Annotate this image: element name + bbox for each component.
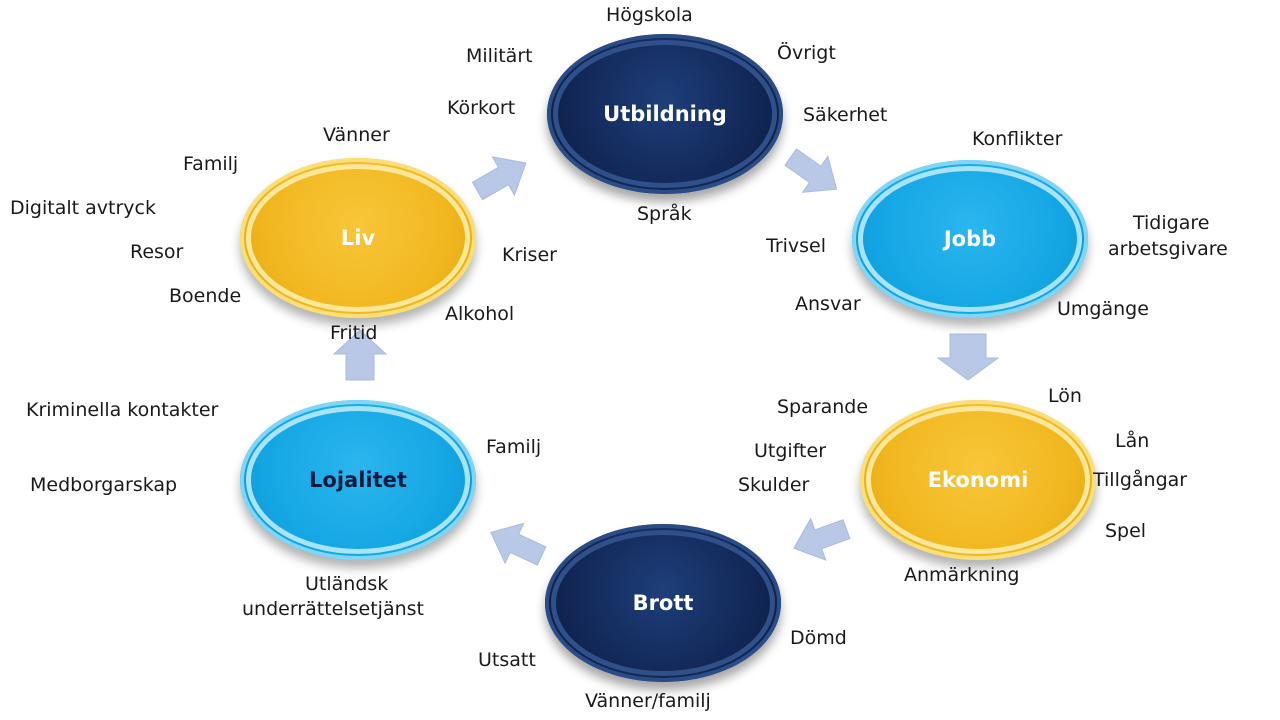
arrow-lojalitet-to-liv: [332, 329, 388, 381]
label-utlandsk: Utländsk: [305, 573, 389, 595]
label-alkohol: Alkohol: [445, 303, 515, 325]
label-arbetsgivare: arbetsgivare: [1108, 238, 1228, 260]
label-spel: Spel: [1105, 520, 1147, 542]
label-ovrigt: Övrigt: [777, 42, 836, 64]
node-lojalitet-label: Lojalitet: [309, 468, 407, 492]
node-brott: Brott: [545, 524, 781, 682]
node-ekonomi: Ekonomi: [860, 400, 1096, 560]
arrow-brott-to-lojalitet: [490, 522, 547, 566]
label-boende: Boende: [169, 285, 242, 307]
label-underrattelsetjanst: underrättelsetjänst: [242, 598, 424, 620]
label-digitalt-avtryck: Digitalt avtryck: [10, 197, 156, 219]
arrow-utbildning-to-jobb: [784, 148, 838, 193]
node-brott-label: Brott: [632, 591, 694, 615]
label-kriminella-kontakter: Kriminella kontakter: [26, 399, 219, 421]
node-liv-label: Liv: [340, 226, 376, 250]
arrow-ekonomi-to-brott: [793, 517, 851, 561]
label-anmarkning: Anmärkning: [904, 564, 1020, 586]
label-umgange: Umgänge: [1057, 298, 1149, 320]
node-lojalitet: Lojalitet: [240, 400, 476, 560]
label-lojalitet-familj: Familj: [486, 436, 542, 458]
label-vanner: Vänner: [323, 124, 390, 146]
label-utgifter: Utgifter: [754, 440, 827, 462]
arrow-jobb-to-ekonomi: [936, 333, 1000, 381]
node-jobb: Jobb: [852, 160, 1088, 318]
label-skulder: Skulder: [738, 474, 810, 496]
label-tillgangar: Tillgångar: [1093, 469, 1188, 491]
node-ekonomi-label: Ekonomi: [927, 468, 1029, 492]
label-sakerhet: Säkerhet: [803, 104, 888, 126]
label-ansvar: Ansvar: [795, 293, 861, 315]
label-trivsel: Trivsel: [766, 235, 827, 257]
node-jobb-label: Jobb: [943, 227, 997, 251]
label-lan: Lån: [1115, 430, 1150, 452]
label-liv-familj: Familj: [183, 153, 239, 175]
label-hogskola: Högskola: [606, 4, 693, 26]
label-konflikter: Konflikter: [972, 128, 1063, 150]
label-tidigare: Tidigare: [1133, 212, 1210, 234]
label-fritid: Fritid: [330, 322, 378, 344]
label-kriser: Kriser: [502, 244, 557, 266]
label-militart: Militärt: [466, 45, 533, 67]
node-utbildning: Utbildning: [547, 34, 783, 194]
label-korkort: Körkort: [447, 97, 516, 119]
label-domd: Dömd: [790, 627, 847, 649]
node-liv: Liv: [240, 158, 476, 318]
node-utbildning-label: Utbildning: [603, 102, 727, 126]
label-sparande: Sparande: [777, 396, 869, 418]
label-resor: Resor: [130, 241, 184, 263]
label-utsatt: Utsatt: [478, 649, 536, 671]
label-medborgarskap: Medborgarskap: [30, 474, 178, 496]
label-sprak: Språk: [637, 203, 692, 225]
label-lon: Lön: [1048, 385, 1082, 407]
label-vanner-familj: Vänner/familj: [585, 690, 711, 712]
arrow-liv-to-utbildning: [471, 156, 527, 201]
